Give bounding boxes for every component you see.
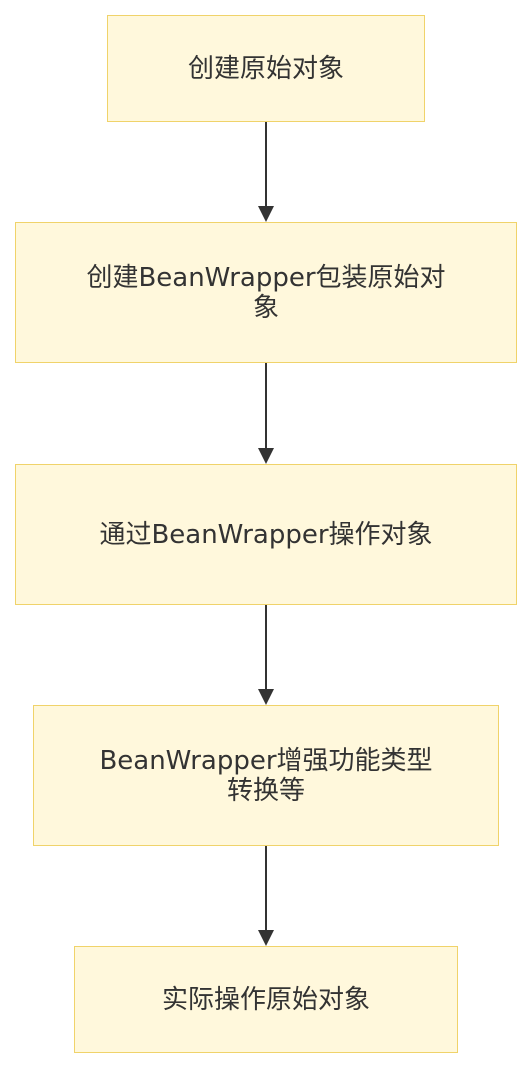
node-label: BeanWrapper增强功能类型转换等: [99, 745, 433, 806]
node-beanwrapper-enhancements: BeanWrapper增强功能类型转换等: [33, 705, 499, 846]
node-create-beanwrapper: 创建BeanWrapper包装原始对象: [15, 222, 517, 363]
edge-create-to-wrap: [258, 122, 274, 222]
node-label: 创建BeanWrapper包装原始对象: [86, 262, 446, 323]
node-operate-via-beanwrapper: 通过BeanWrapper操作对象: [15, 464, 517, 605]
node-label: 创建原始对象: [187, 53, 344, 84]
edge-operate-to-enhance: [258, 605, 274, 705]
edge-enhance-to-actual: [258, 846, 274, 946]
node-label: 通过BeanWrapper操作对象: [99, 519, 433, 550]
node-actual-operate-original: 实际操作原始对象: [74, 946, 458, 1053]
node-create-original-object: 创建原始对象: [107, 15, 425, 122]
edge-wrap-to-operate: [258, 363, 274, 464]
node-label: 实际操作原始对象: [161, 984, 370, 1015]
